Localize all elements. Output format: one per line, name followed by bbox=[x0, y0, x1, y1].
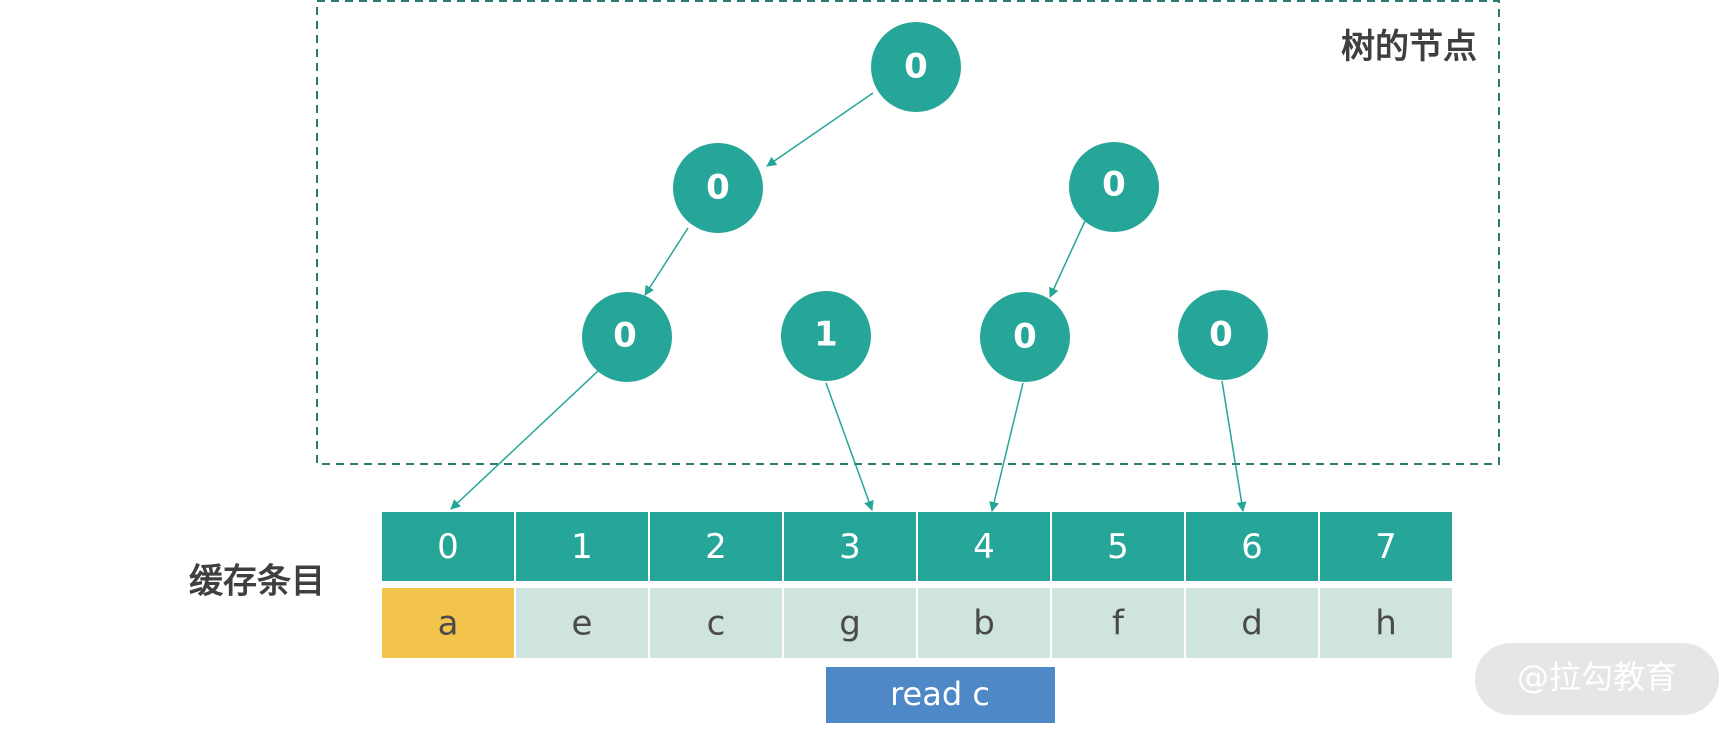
cache-index-cell bbox=[1052, 512, 1184, 581]
read-operation-box bbox=[826, 667, 1055, 723]
cache-index-label: 4 bbox=[973, 527, 995, 567]
tree-node-circle bbox=[1178, 290, 1268, 380]
cache-index-label: 1 bbox=[571, 527, 593, 567]
tree-node-circle bbox=[980, 292, 1070, 382]
cache-value-cell bbox=[650, 588, 782, 658]
watermark-text: @拉勾教育 bbox=[1517, 658, 1677, 696]
tree-node-circle bbox=[1069, 142, 1159, 232]
tree-node-circle bbox=[871, 22, 961, 112]
cache-value-label: c bbox=[707, 604, 726, 644]
cache-value-cell bbox=[1186, 588, 1318, 658]
cache-index-cell bbox=[650, 512, 782, 581]
cache-index-cell bbox=[918, 512, 1050, 581]
tree-node-value: 0 bbox=[1013, 317, 1037, 357]
edge-root-to-left bbox=[766, 92, 874, 167]
tree-region-border bbox=[316, 0, 1500, 465]
tree-node-value: 1 bbox=[814, 315, 838, 355]
watermark-pill bbox=[1475, 643, 1719, 715]
tree-node-value: 0 bbox=[706, 168, 730, 208]
cache-slot: 4b bbox=[918, 512, 1050, 658]
read-operation: read c bbox=[826, 667, 1055, 723]
cache-index-cell bbox=[784, 512, 916, 581]
cache-slot: 5f bbox=[1052, 512, 1184, 658]
tree-edges bbox=[450, 92, 1247, 512]
tree-node-circle bbox=[582, 292, 672, 382]
tree-node-value: 0 bbox=[613, 316, 637, 356]
cache-index-label: 5 bbox=[1107, 527, 1129, 567]
edge-leaf3-to-slot6 bbox=[1221, 380, 1247, 512]
read-operation-label: read c bbox=[890, 675, 990, 713]
tree-node-level2-0: 0 bbox=[582, 292, 672, 382]
cache-index-cell bbox=[1320, 512, 1452, 581]
tree-node-level1-right: 0 bbox=[1069, 142, 1159, 232]
tree-node-circle bbox=[781, 291, 871, 381]
tree-node-value: 0 bbox=[1102, 165, 1126, 205]
cache-value-cell bbox=[784, 588, 916, 658]
cache-value-label: a bbox=[438, 604, 459, 644]
cache-index-label: 7 bbox=[1375, 527, 1397, 567]
cache-value-label: h bbox=[1375, 604, 1397, 644]
cache-value-label: d bbox=[1241, 604, 1263, 644]
tree-nodes-label: 树的节点 bbox=[1341, 27, 1477, 67]
edge-left-to-leaf0 bbox=[644, 227, 689, 296]
cache-value-cell bbox=[1052, 588, 1184, 658]
cache-value-label: f bbox=[1112, 604, 1125, 644]
cache-value-label: e bbox=[572, 604, 593, 644]
cache-slot: 2c bbox=[650, 512, 782, 658]
cache-value-label: b bbox=[973, 604, 995, 644]
cache-slot: 7h bbox=[1320, 512, 1452, 658]
tree-node-level2-2: 0 bbox=[980, 292, 1070, 382]
cache-index-cell bbox=[516, 512, 648, 581]
cache-slot: 1e bbox=[516, 512, 648, 658]
tree-node-level2-3: 0 bbox=[1178, 290, 1268, 380]
edge-right-to-leaf2 bbox=[1049, 220, 1086, 298]
cache-value-cell-highlighted bbox=[382, 588, 514, 658]
cache-entries-label: 缓存条目 bbox=[189, 562, 325, 602]
cache-value-cell bbox=[918, 588, 1050, 658]
cache-slot: 3g bbox=[784, 512, 916, 658]
edge-leaf2-to-slot4 bbox=[989, 382, 1024, 512]
cache-slot: 6d bbox=[1186, 512, 1318, 658]
cache-index-label: 6 bbox=[1241, 527, 1263, 567]
tree-node-level1-left: 0 bbox=[673, 143, 763, 233]
edge-leaf0-to-slot0 bbox=[450, 370, 599, 510]
cache-slot: 0a bbox=[382, 512, 514, 658]
tree-node-circle bbox=[673, 143, 763, 233]
cache-value-cell bbox=[1320, 588, 1452, 658]
tree-node-value: 0 bbox=[904, 47, 928, 87]
tree-node-level2-1: 1 bbox=[781, 291, 871, 381]
cache-index-cell bbox=[1186, 512, 1318, 581]
tree-node-root: 0 bbox=[871, 22, 961, 112]
cache-value-cell bbox=[516, 588, 648, 658]
cache-index-label: 3 bbox=[839, 527, 861, 567]
cache-index-label: 2 bbox=[705, 527, 727, 567]
cache-index-cell bbox=[382, 512, 514, 581]
cache-index-label: 0 bbox=[437, 527, 459, 567]
tree-node-value: 0 bbox=[1209, 315, 1233, 355]
watermark: @拉勾教育 bbox=[1475, 643, 1719, 715]
edge-leaf1-to-slot3 bbox=[825, 382, 874, 511]
cache-value-label: g bbox=[839, 604, 861, 644]
